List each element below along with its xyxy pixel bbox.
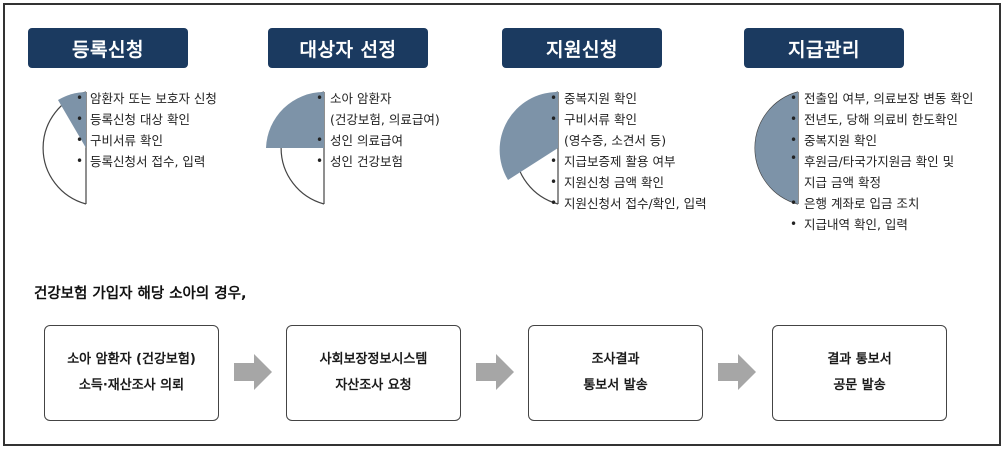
- flow-step-line1: 조사결과: [591, 352, 640, 367]
- stage-registration: 등록신청 암환자 또는 보호자 신청 등록신청 대상 확인 구비서류 확인 등록…: [0, 28, 250, 238]
- stage-items-registration: 암환자 또는 보호자 신청 등록신청 대상 확인 구비서류 확인 등록신청서 접…: [76, 88, 217, 172]
- flow-step-line1: 결과 통보서: [827, 352, 892, 367]
- list-item: 구비서류 확인: [76, 130, 217, 151]
- flow-step-3: 조사결과 통보서 발송: [528, 325, 703, 421]
- flow-step-line2: 공문 발송: [833, 378, 886, 393]
- list-item: 등록신청 대상 확인: [76, 109, 217, 130]
- stage-title-registration: 등록신청: [28, 28, 188, 68]
- flow-step-line2: 통보서 발송: [583, 378, 648, 393]
- list-item: 암환자 또는 보호자 신청: [76, 88, 217, 109]
- right-arrow-icon: [476, 354, 514, 390]
- flow-step-line2: 자산조사 요청: [335, 378, 412, 393]
- flow-step-line2: 소득·재산조사 의뢰: [78, 378, 185, 393]
- flow-step-2: 사회보장정보시스템 자산조사 요청: [286, 325, 461, 421]
- flow-step-4: 결과 통보서 공문 발송: [772, 325, 947, 421]
- flow-step-line1: 소아 암환자 (건강보험): [67, 352, 196, 367]
- flow-step-line1: 사회보장정보시스템: [319, 352, 428, 367]
- right-arrow-icon: [234, 354, 272, 390]
- list-item: 등록신청서 접수, 입력: [76, 151, 217, 172]
- right-arrow-icon: [718, 354, 756, 390]
- flow-step-1: 소아 암환자 (건강보험) 소득·재산조사 의뢰: [44, 325, 219, 421]
- flow-subtitle: 건강보험 가입자 해당 소아의 경우,: [34, 286, 247, 302]
